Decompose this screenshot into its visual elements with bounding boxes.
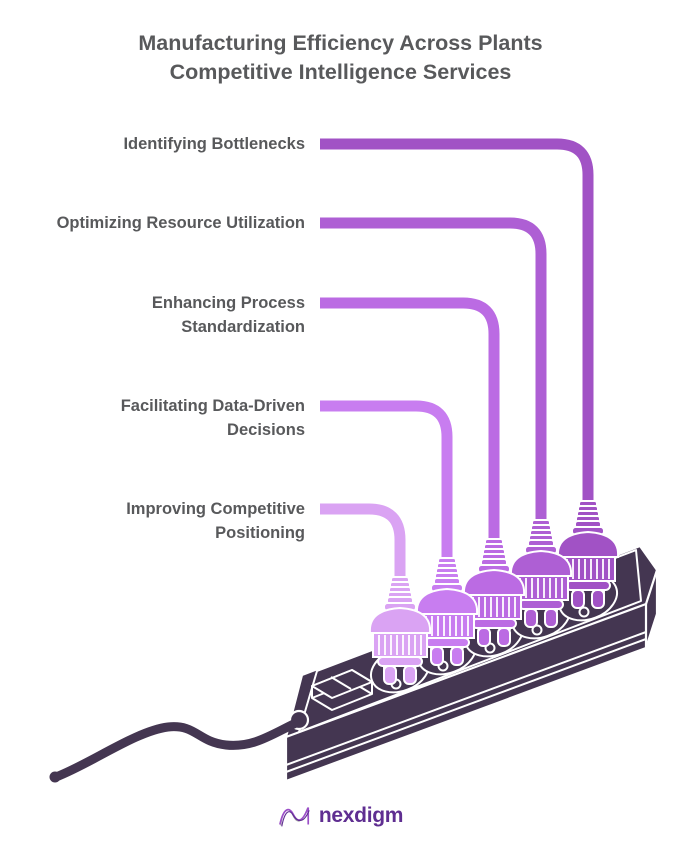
cord-tip bbox=[49, 771, 61, 783]
plug-4 bbox=[509, 519, 573, 628]
cable-1 bbox=[320, 138, 594, 506]
title-line-1: Manufacturing Efficiency Across Plants bbox=[138, 31, 543, 55]
plug-3 bbox=[462, 538, 526, 647]
cable-4 bbox=[320, 400, 453, 563]
nexdigm-wordmark: nexdigm bbox=[318, 804, 404, 827]
cable-2 bbox=[320, 217, 547, 525]
item-label-facilitating-data-driven-decisions: Facilitating Data-Driven Decisions bbox=[120, 397, 305, 439]
item-label-optimizing-resource-utilization: Optimizing Resource Utilization bbox=[56, 214, 305, 232]
cable-5 bbox=[320, 503, 406, 582]
cable-3 bbox=[320, 297, 500, 544]
item-label-enhancing-process-standardization: Enhancing Process Standardization bbox=[151, 294, 305, 336]
plug-1 bbox=[368, 576, 432, 685]
cables bbox=[320, 138, 594, 582]
title-line-2: Competitive Intelligence Services bbox=[169, 60, 512, 84]
strip-front-stripe-2 bbox=[285, 638, 647, 773]
strip-front-stripe-1 bbox=[285, 631, 647, 766]
brand-footer: nexdigm bbox=[0, 795, 681, 837]
nexdigm-logo-icon bbox=[278, 807, 310, 827]
power-cord bbox=[51, 716, 305, 782]
power-switch-icon bbox=[311, 669, 373, 711]
item-label-identifying-bottlenecks: Identifying Bottlenecks bbox=[123, 135, 305, 153]
item-label-improving-competitive-positioning: Improving Competitive Positioning bbox=[126, 500, 305, 542]
page-title: Manufacturing Efficiency Across Plants C… bbox=[0, 29, 681, 87]
